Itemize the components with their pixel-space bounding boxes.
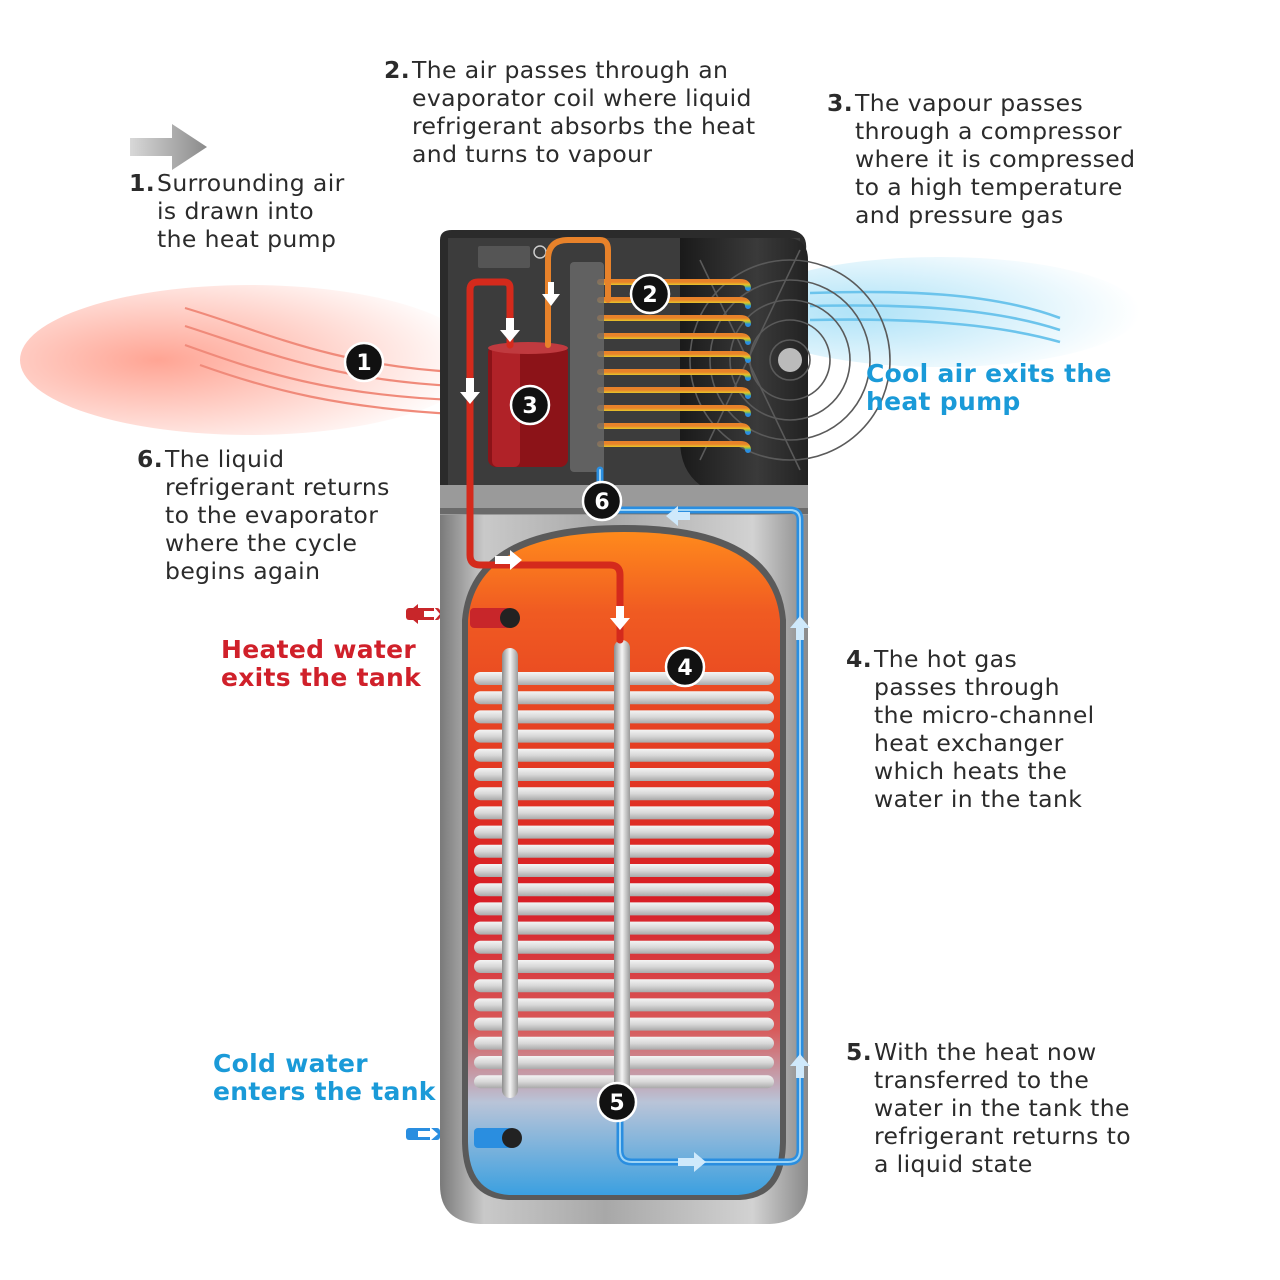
marker-number: 4 bbox=[677, 656, 692, 681]
marker-badge bbox=[509, 384, 551, 426]
step-3-line: through a compressor bbox=[855, 117, 1122, 145]
step-4-number: 4. bbox=[846, 645, 873, 673]
refrigerant-circuit bbox=[466, 237, 804, 1166]
marker-number: 1 bbox=[356, 351, 371, 376]
step-3-line: where it is compressed bbox=[855, 145, 1136, 173]
step-1-line: Surrounding air bbox=[157, 169, 345, 197]
step-4-line: heat exchanger bbox=[874, 729, 1064, 757]
marker-badge bbox=[664, 646, 706, 688]
step-5-number: 5. bbox=[846, 1038, 873, 1066]
step-4-text: 4. The hot gas passes through the micro-… bbox=[846, 645, 1095, 813]
step-6-number: 6. bbox=[137, 445, 164, 473]
evaporator-tube bbox=[597, 387, 751, 399]
warm-air-glow bbox=[20, 285, 480, 435]
step-2-line: The air passes through an bbox=[412, 56, 729, 84]
cool-air-streams bbox=[809, 290, 1061, 344]
step-marker-4: 4 bbox=[664, 646, 706, 688]
step-2-line: and turns to vapour bbox=[412, 140, 653, 168]
step-marker-1: 1 bbox=[343, 341, 385, 383]
evaporator-tube bbox=[597, 441, 751, 453]
step-5-line: transferred to the bbox=[874, 1066, 1090, 1094]
step-4-line: water in the tank bbox=[874, 785, 1083, 813]
step-marker-3: 3 bbox=[509, 384, 551, 426]
evaporator-tube bbox=[597, 423, 751, 435]
evaporator-tube bbox=[597, 351, 751, 363]
callout-line: enters the tank bbox=[213, 1077, 436, 1106]
callout-line: Cool air exits the bbox=[866, 359, 1112, 388]
step-1-line: is drawn into bbox=[157, 197, 315, 225]
evaporator-tube bbox=[597, 333, 751, 345]
callout-line: Heated water bbox=[221, 635, 417, 664]
heat-exchanger-rod bbox=[614, 640, 630, 1110]
marker-number: 6 bbox=[594, 490, 609, 515]
step-6-line: to the evaporator bbox=[165, 501, 379, 529]
step-3-text: 3. The vapour passes through a compresso… bbox=[827, 89, 1136, 229]
evaporator-tube bbox=[597, 315, 751, 327]
marker-badge bbox=[581, 480, 623, 522]
cool-air-callout: Cool air exits the heat pump bbox=[866, 360, 1112, 416]
evaporator-tube bbox=[597, 369, 751, 381]
step-1-text: 1. Surrounding air is drawn into the hea… bbox=[129, 169, 345, 253]
step-marker-5: 5 bbox=[596, 1081, 638, 1123]
step-2-line: refrigerant absorbs the heat bbox=[412, 112, 756, 140]
marker-number: 5 bbox=[609, 1091, 624, 1116]
step-6-line: refrigerant returns bbox=[165, 473, 390, 501]
water-inlet-rod bbox=[502, 648, 518, 1098]
callout-line: heat pump bbox=[866, 387, 1021, 416]
step-4-line: the micro-channel bbox=[874, 701, 1095, 729]
step-4-line: The hot gas bbox=[874, 645, 1018, 673]
warm-air-streams bbox=[184, 306, 456, 416]
step-6-line: The liquid bbox=[165, 445, 285, 473]
step-6-line: begins again bbox=[165, 557, 321, 585]
evaporator-tube bbox=[597, 279, 751, 291]
step-2-number: 2. bbox=[384, 56, 411, 84]
heated-water-callout: Heated water exits the tank bbox=[221, 636, 421, 692]
step-2-line: evaporator coil where liquid bbox=[412, 84, 752, 112]
direction-arrow-icon bbox=[130, 124, 207, 170]
evaporator-coil bbox=[570, 262, 751, 472]
step-6-line: where the cycle bbox=[165, 529, 358, 557]
step-5-line: refrigerant returns to bbox=[874, 1122, 1132, 1150]
step-6-text: 6. The liquid refrigerant returns to the… bbox=[137, 445, 390, 585]
step-3-line: The vapour passes bbox=[855, 89, 1084, 117]
step-5-line: water in the tank the bbox=[874, 1094, 1130, 1122]
step-3-number: 3. bbox=[827, 89, 854, 117]
marker-number: 2 bbox=[642, 283, 657, 308]
cold-water-callout: Cold water enters the tank bbox=[213, 1050, 436, 1106]
step-5-text: 5. With the heat now transferred to the … bbox=[846, 1038, 1132, 1178]
flow-arrows bbox=[460, 282, 810, 1172]
step-4-line: which heats the bbox=[874, 757, 1068, 785]
marker-badge bbox=[343, 341, 385, 383]
callout-line: Cold water bbox=[213, 1049, 368, 1078]
hot-water-outlet bbox=[406, 604, 520, 628]
cool-air-glow bbox=[740, 257, 1140, 367]
evaporator-tube bbox=[597, 297, 751, 309]
step-5-line: a liquid state bbox=[874, 1150, 1033, 1178]
step-4-line: passes through bbox=[874, 673, 1060, 701]
step-1-line: the heat pump bbox=[157, 225, 337, 253]
callout-line: exits the tank bbox=[221, 663, 422, 692]
step-markers: 1 2 3 4 5 6 bbox=[343, 273, 706, 1123]
step-marker-2: 2 bbox=[629, 273, 671, 315]
step-marker-6: 6 bbox=[581, 480, 623, 522]
step-5-line: With the heat now bbox=[874, 1038, 1097, 1066]
step-1-number: 1. bbox=[129, 169, 156, 197]
step-2-text: 2. The air passes through an evaporator … bbox=[384, 56, 756, 168]
step-3-line: to a high temperature bbox=[855, 173, 1123, 201]
marker-badge bbox=[629, 273, 671, 315]
evaporator-manifold bbox=[570, 262, 604, 472]
evaporator-tube bbox=[597, 405, 751, 417]
cold-water-inlet bbox=[406, 1127, 522, 1148]
marker-number: 3 bbox=[522, 394, 537, 419]
step-3-line: and pressure gas bbox=[855, 201, 1064, 229]
marker-badge bbox=[596, 1081, 638, 1123]
